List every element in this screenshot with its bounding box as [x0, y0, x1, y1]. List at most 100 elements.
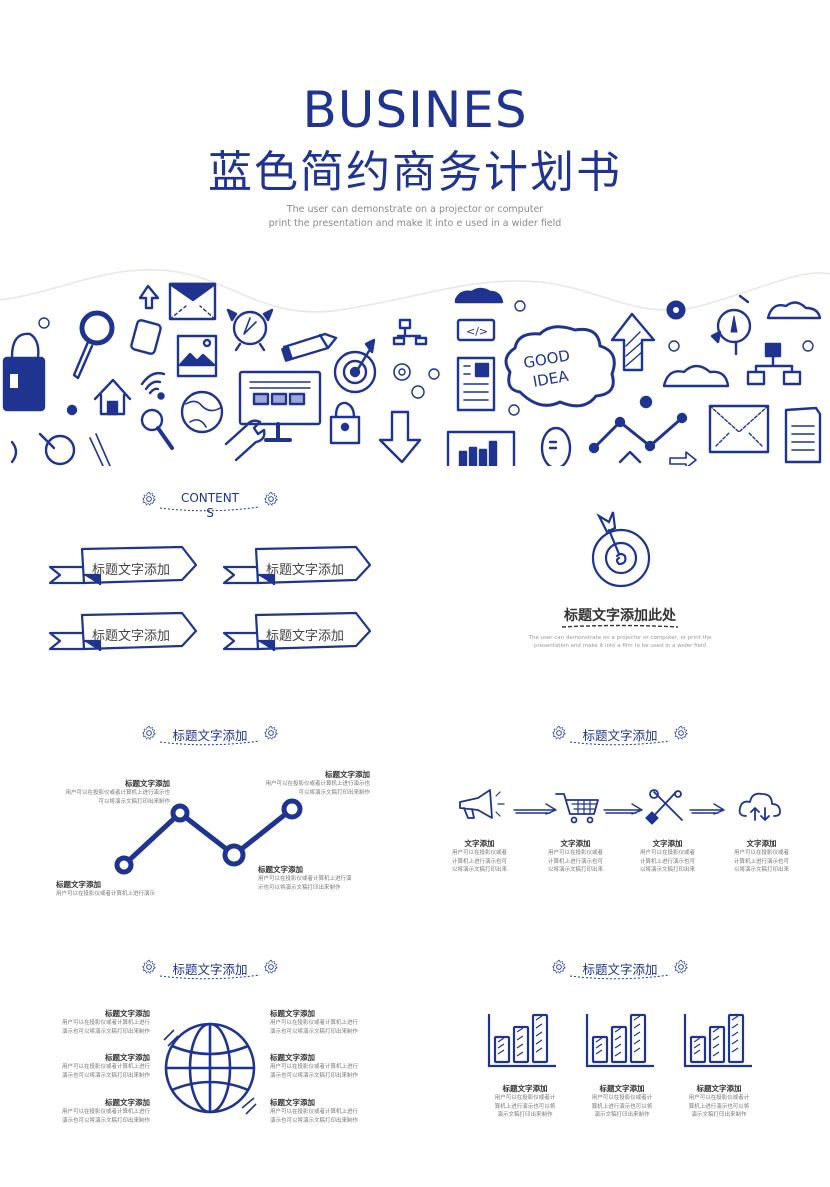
point-title: 标题文字添加 — [56, 880, 101, 889]
contents-item-2[interactable]: 标题文字添加 — [222, 545, 372, 590]
line-chart-graphic — [114, 798, 303, 875]
section-title: 标题文字添加 — [582, 962, 658, 977]
doodle-banner: </> — [0, 262, 830, 466]
step-title: 文字添加 — [464, 839, 495, 848]
item-text: 演示也可以将演示文稿打印出来制作 — [61, 1117, 150, 1124]
hero-description: The user can demonstrate on a projector … — [0, 203, 830, 231]
megaphone-icon — [459, 789, 505, 819]
item-text: 算机上进行演示也可以将 — [494, 1103, 556, 1110]
item-text: 算机上进行演示也可以将 — [591, 1103, 653, 1110]
point-title: 标题文字添加 — [258, 865, 303, 874]
dotted-underline — [159, 506, 261, 512]
line-point-3: 标题文字添加 用户可以在投影仪或者计算机上进行演 示也可以将演示文稿打印出来制作 — [258, 865, 378, 892]
step-text: 计算机上进行演示也可 — [733, 858, 789, 865]
bar-chart-icon — [487, 1013, 556, 1068]
contents-item-label: 标题文字添加 — [92, 629, 171, 644]
line-point-2: 标题文字添加 用户可以在投影仪或者计算机上进行演示也 可以将演示文稿打印出来制作 — [50, 779, 170, 806]
item-title: 标题文字添加 — [105, 1098, 150, 1107]
globe-left-item-2: 标题文字添加 用户可以在投影仪或者计算机上进行 演示也可以将演示文稿打印出来制作 — [50, 1053, 150, 1080]
point-text: 用户可以在投影仪或者计算机上进行演示 — [56, 891, 156, 897]
contents-heading: CONTENT S — [140, 488, 280, 524]
item-title: 标题文字添加 — [270, 1053, 315, 1062]
point-text: 用户可以在投影仪或者计算机上进行演 — [258, 876, 352, 882]
line-point-4: 标题文字添加 用户可以在投影仪或者计算机上进行演示也 可以将演示文稿打印出来制作 — [250, 770, 370, 797]
target-icon — [333, 338, 377, 394]
alarm-clock-icon — [226, 308, 274, 352]
ribbon-shape — [222, 545, 372, 585]
item-text: 用户可以在投影仪或者计算机上进行 — [61, 1020, 150, 1026]
tools-icon — [645, 789, 683, 825]
step-title: 文字添加 — [560, 839, 591, 848]
target-desc-line-2: presentation and make it into a film to … — [534, 643, 706, 649]
section-title: 标题文字添加 — [172, 728, 248, 743]
target-title: 标题文字添加此处 — [564, 608, 676, 624]
item-text: 用户可以在投影仪或者计算机上进行 — [270, 1109, 359, 1115]
gear-icon — [672, 724, 690, 742]
item-title: 标题文字添加 — [105, 1053, 150, 1062]
globe-icon — [163, 1022, 257, 1115]
globe-right-item-3: 标题文字添加 用户可以在投影仪或者计算机上进行 演示也可以将演示文稿打印出来制作 — [270, 1098, 375, 1125]
process-icons — [459, 789, 781, 825]
contents-item-label: 标题文字添加 — [266, 563, 345, 578]
line-point-1: 标题文字添加 用户可以在投影仪或者计算机上进行演示 — [56, 880, 176, 899]
item-text: 用户可以在投影仪或者计算机上进行 — [270, 1064, 359, 1070]
step-text: 以将演示文稿打印出来 — [639, 867, 695, 873]
item-title: 标题文字添加 — [105, 1009, 150, 1018]
item-text: 演示文稿打印出来制作 — [594, 1112, 650, 1118]
gear-icon — [262, 958, 280, 976]
contents-item-3[interactable]: 标题文字添加 — [48, 611, 198, 656]
point-title: 标题文字添加 — [125, 779, 170, 788]
globe-right-item-1: 标题文字添加 用户可以在投影仪或者计算机上进行 演示也可以将演示文稿打印出来制作 — [270, 1009, 375, 1036]
dotted-underline — [159, 974, 261, 980]
envelope-icon — [168, 282, 217, 321]
item-text: 演示也可以将演示文稿打印出来制作 — [270, 1117, 359, 1124]
contents-item-label: 标题文字添加 — [266, 629, 345, 644]
globe-left-item-1: 标题文字添加 用户可以在投影仪或者计算机上进行 演示也可以将演示文稿打印出来制作 — [50, 1009, 150, 1036]
target-icon — [591, 511, 651, 588]
gear-icon — [550, 724, 568, 742]
gear-icon — [672, 958, 690, 976]
point-text: 可以将演示文稿打印出来制作 — [298, 789, 370, 796]
good-idea-cloud-icon — [504, 325, 616, 408]
item-text: 算机上进行演示也可以将 — [688, 1103, 750, 1110]
point-text: 用户可以在投影仪或者计算机上进行演示也 — [265, 781, 370, 787]
ribbon-shape — [222, 611, 372, 651]
step-text: 计算机上进行演示也可 — [547, 858, 603, 865]
item-title: 标题文字添加 — [270, 1098, 315, 1107]
point-text: 用户可以在投影仪或者计算机上进行演示也 — [65, 790, 170, 796]
item-text: 用户可以在投影仪或者计算机上进行 — [270, 1020, 359, 1026]
item-title: 标题文字添加 — [696, 1084, 742, 1093]
cloud-sync-icon — [738, 792, 781, 821]
process-slide-heading: 标题文字添加 — [550, 722, 690, 748]
item-title: 标题文字添加 — [599, 1084, 645, 1093]
step-text: 以将演示文稿打印出来 — [451, 867, 507, 873]
shopping-cart-icon — [555, 793, 599, 824]
gear-icon — [140, 958, 158, 976]
process-step-1: 文字添加 用户可以在投影仪或者 计算机上进行演示也可 以将演示文稿打印出来 — [442, 839, 517, 875]
hero-desc-line-1: The user can demonstrate on a projector … — [286, 204, 544, 215]
process-step-4: 文字添加 用户可以在投影仪或者 计算机上进行演示也可 以将演示文稿打印出来 — [724, 839, 799, 875]
svg-text:</>: </> — [466, 325, 488, 338]
bars-slide-heading: 标题文字添加 — [550, 956, 690, 982]
point-text: 可以将演示文稿打印出来制作 — [98, 798, 170, 805]
bar-chart-icon — [683, 1013, 752, 1068]
item-title: 标题文字添加 — [502, 1084, 548, 1093]
globe-slide-heading: 标题文字添加 — [140, 956, 280, 982]
contents-item-1[interactable]: 标题文字添加 — [48, 545, 198, 590]
globe-right-item-2: 标题文字添加 用户可以在投影仪或者计算机上进行 演示也可以将演示文稿打印出来制作 — [270, 1053, 375, 1080]
step-text: 以将演示文稿打印出来 — [733, 867, 789, 873]
step-title: 文字添加 — [746, 839, 777, 848]
item-text: 用户可以在投影仪或者计 — [688, 1095, 750, 1101]
ribbon-shape — [48, 545, 198, 585]
contents-item-4[interactable]: 标题文字添加 — [222, 611, 372, 656]
process-step-3: 文字添加 用户可以在投影仪或者 计算机上进行演示也可 以将演示文稿打印出来 — [630, 839, 705, 875]
item-title: 标题文字添加 — [270, 1009, 315, 1018]
step-text: 以将演示文稿打印出来 — [547, 867, 603, 873]
svg-text:IDEA: IDEA — [531, 367, 570, 391]
bars-item-1: 标题文字添加 用户可以在投影仪或者计 算机上进行演示也可以将 演示文稿打印出来制… — [480, 1084, 570, 1120]
gear-icon — [550, 958, 568, 976]
item-text: 用户可以在投影仪或者计 — [591, 1095, 653, 1101]
item-text: 用户可以在投影仪或者计算机上进行 — [61, 1064, 150, 1070]
contents-item-label: 标题文字添加 — [92, 563, 171, 578]
process-step-2: 文字添加 用户可以在投影仪或者 计算机上进行演示也可 以将演示文稿打印出来 — [538, 839, 613, 875]
